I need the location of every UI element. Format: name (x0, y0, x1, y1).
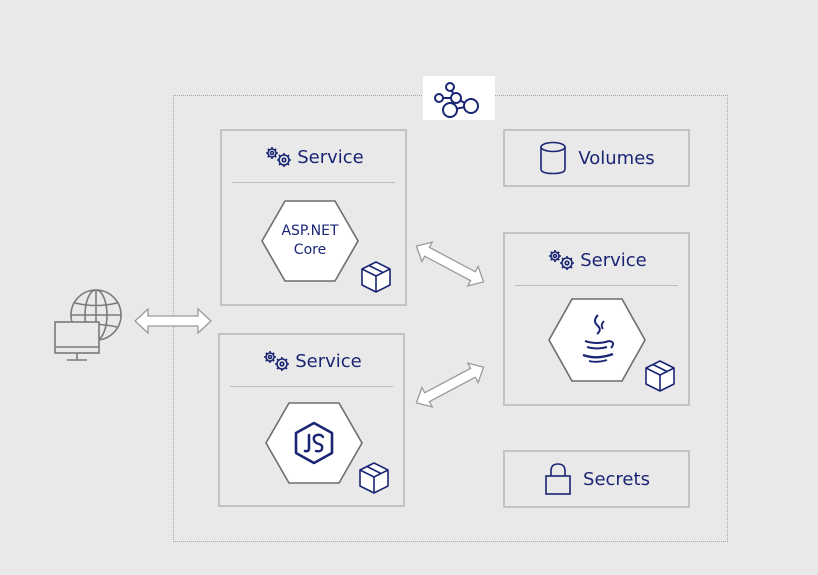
runtime-label-line2: Core (293, 242, 327, 258)
runtime-label-line1: ASP.NET (281, 223, 339, 239)
nodejs-hexagon-icon (264, 401, 364, 485)
service-aspnet-core: Service ASP.NET Core (220, 129, 407, 306)
divider (230, 386, 393, 387)
node-java-connection-arrow (415, 362, 485, 408)
cluster-nodes-icon (423, 76, 495, 120)
service-title: Service (222, 145, 405, 169)
client-connection-arrow (134, 307, 212, 335)
container-cube-icon (359, 462, 389, 494)
secrets-box: Secrets (503, 450, 690, 508)
service-java: Service (503, 232, 690, 406)
service-nodejs: Service (218, 333, 405, 507)
gears-icon (264, 351, 290, 371)
volumes-box: Volumes (503, 129, 690, 187)
aspnet-core-hexagon: ASP.NET Core (260, 199, 360, 283)
gears-icon (266, 147, 292, 167)
cylinder-icon (540, 141, 567, 175)
gears-icon (549, 250, 575, 270)
container-cube-icon (361, 261, 391, 293)
secrets-label: Secrets (583, 468, 650, 490)
service-title-text: Service (297, 146, 364, 168)
divider (232, 182, 395, 183)
service-title-text: Service (295, 350, 362, 372)
aspnet-java-connection-arrow (415, 241, 485, 287)
padlock-icon (545, 463, 571, 495)
java-hexagon-icon (547, 297, 647, 383)
service-title: Service (220, 349, 403, 373)
service-title-text: Service (580, 249, 647, 271)
service-title: Service (505, 248, 688, 272)
volumes-label: Volumes (578, 147, 655, 169)
divider (515, 285, 678, 286)
globe-monitor-icon (50, 288, 126, 364)
container-cube-icon (645, 360, 675, 392)
